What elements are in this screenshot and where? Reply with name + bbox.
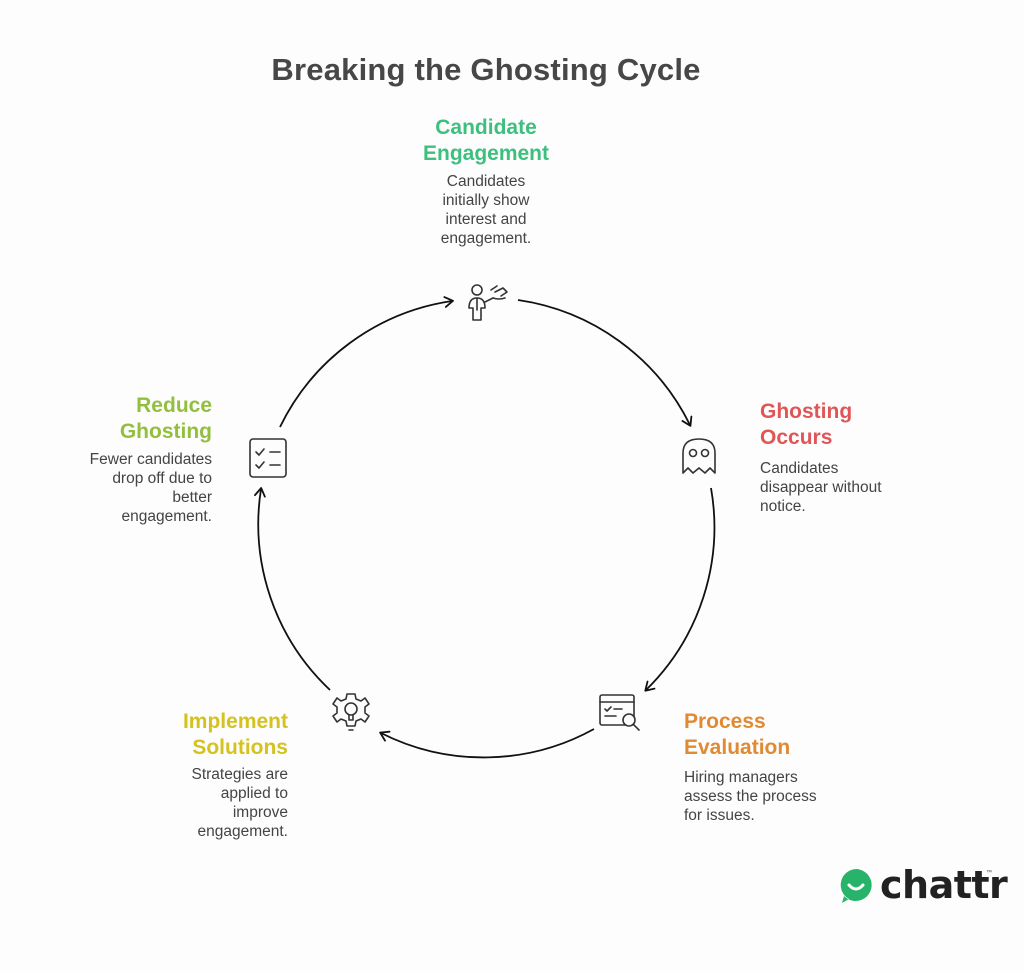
browser-search-icon: [599, 694, 640, 731]
step-title-candidate-engagement: Candidate Engagement: [422, 116, 550, 165]
step-desc-reduce-ghosting: Fewer candidates drop off due to better …: [89, 451, 212, 525]
gear-bulb-icon: [332, 693, 370, 731]
chattr-logo: chattr ™: [838, 862, 1008, 912]
step-desc-process-evaluation: Hiring managers assess the process for i…: [684, 769, 817, 824]
ghost-icon: [682, 438, 716, 474]
page-title: Breaking the Ghosting Cycle: [271, 52, 701, 87]
step-desc-candidate-engagement: Candidates initially show interest and e…: [440, 173, 532, 247]
arrow-solutions-to-reduce: [254, 487, 331, 691]
step-title-ghosting-occurs: Ghosting Occurs: [760, 400, 853, 449]
arrow-reduce-to-engagement: [279, 296, 454, 428]
brand-name: chattr: [880, 863, 1008, 907]
smile-chat-icon: [840, 869, 872, 903]
arrow-evaluation-to-solutions: [379, 728, 595, 759]
step-desc-implement-solutions: Strategies are applied to improve engage…: [191, 766, 289, 840]
checklist-icon: [249, 438, 287, 478]
arrow-ghosting-to-evaluation: [644, 487, 716, 692]
brand-trademark: ™: [986, 870, 992, 876]
arrow-engagement-to-ghosting: [517, 299, 693, 427]
step-title-reduce-ghosting: Reduce Ghosting: [119, 394, 212, 443]
step-title-process-evaluation: Process Evaluation: [684, 710, 791, 759]
step-title-implement-solutions: Implement Solutions: [182, 710, 288, 759]
step-desc-ghosting-occurs: Candidates disappear without notice.: [760, 460, 882, 515]
person-wave-icon: [468, 284, 508, 321]
